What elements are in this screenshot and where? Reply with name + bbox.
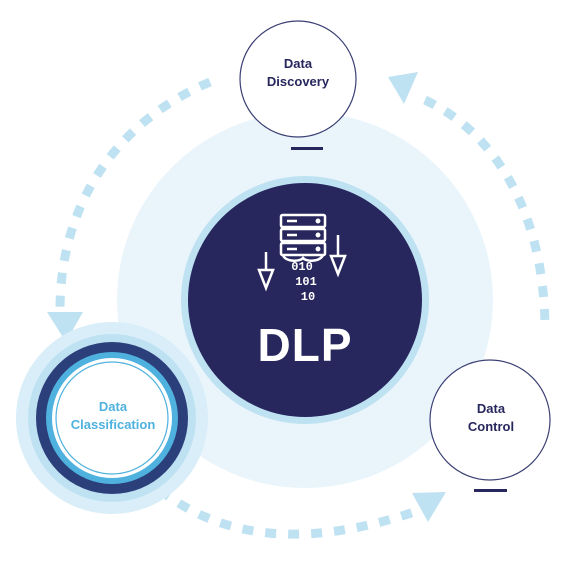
cycle-path: [55, 77, 550, 539]
node-discovery-circle[interactable]: [239, 20, 357, 138]
node-control-label: Data Control: [436, 400, 546, 436]
node-control-line2: Control: [467, 419, 515, 434]
node-classification-circle[interactable]: [55, 361, 169, 475]
binary-digits: 010 101 10: [291, 260, 317, 304]
down-arrow-icon: [257, 235, 347, 292]
node-control-underline: [474, 489, 507, 492]
server-icon: [279, 213, 327, 262]
cycle-arrow-icon: [412, 492, 446, 522]
cycle-arrowheads: [47, 72, 446, 522]
binary-row-1: 010: [291, 260, 313, 274]
binary-row-3: 10: [301, 290, 315, 304]
center-disc: [188, 183, 422, 417]
node-discovery-line1: Data: [283, 56, 313, 71]
node-discovery-underline: [291, 147, 323, 150]
node-discovery-line2: Discovery: [266, 74, 330, 89]
binary-row-2: 101: [295, 275, 317, 289]
node-classification-line1: Data: [98, 399, 128, 414]
node-control-line1: Data: [476, 401, 506, 416]
node-classification-label: Data Classification: [55, 398, 171, 434]
arc-left: [55, 77, 212, 311]
arc-right: [423, 95, 550, 331]
arc-bottom: [157, 486, 422, 539]
node-discovery-label: Data Discovery: [248, 55, 348, 91]
node-control-circle[interactable]: [429, 359, 551, 481]
cycle-arrow-icon: [47, 312, 83, 342]
center-title: DLP: [257, 319, 353, 371]
node-classification-line2: Classification: [70, 417, 156, 432]
cycle-arrow-icon: [388, 72, 418, 104]
